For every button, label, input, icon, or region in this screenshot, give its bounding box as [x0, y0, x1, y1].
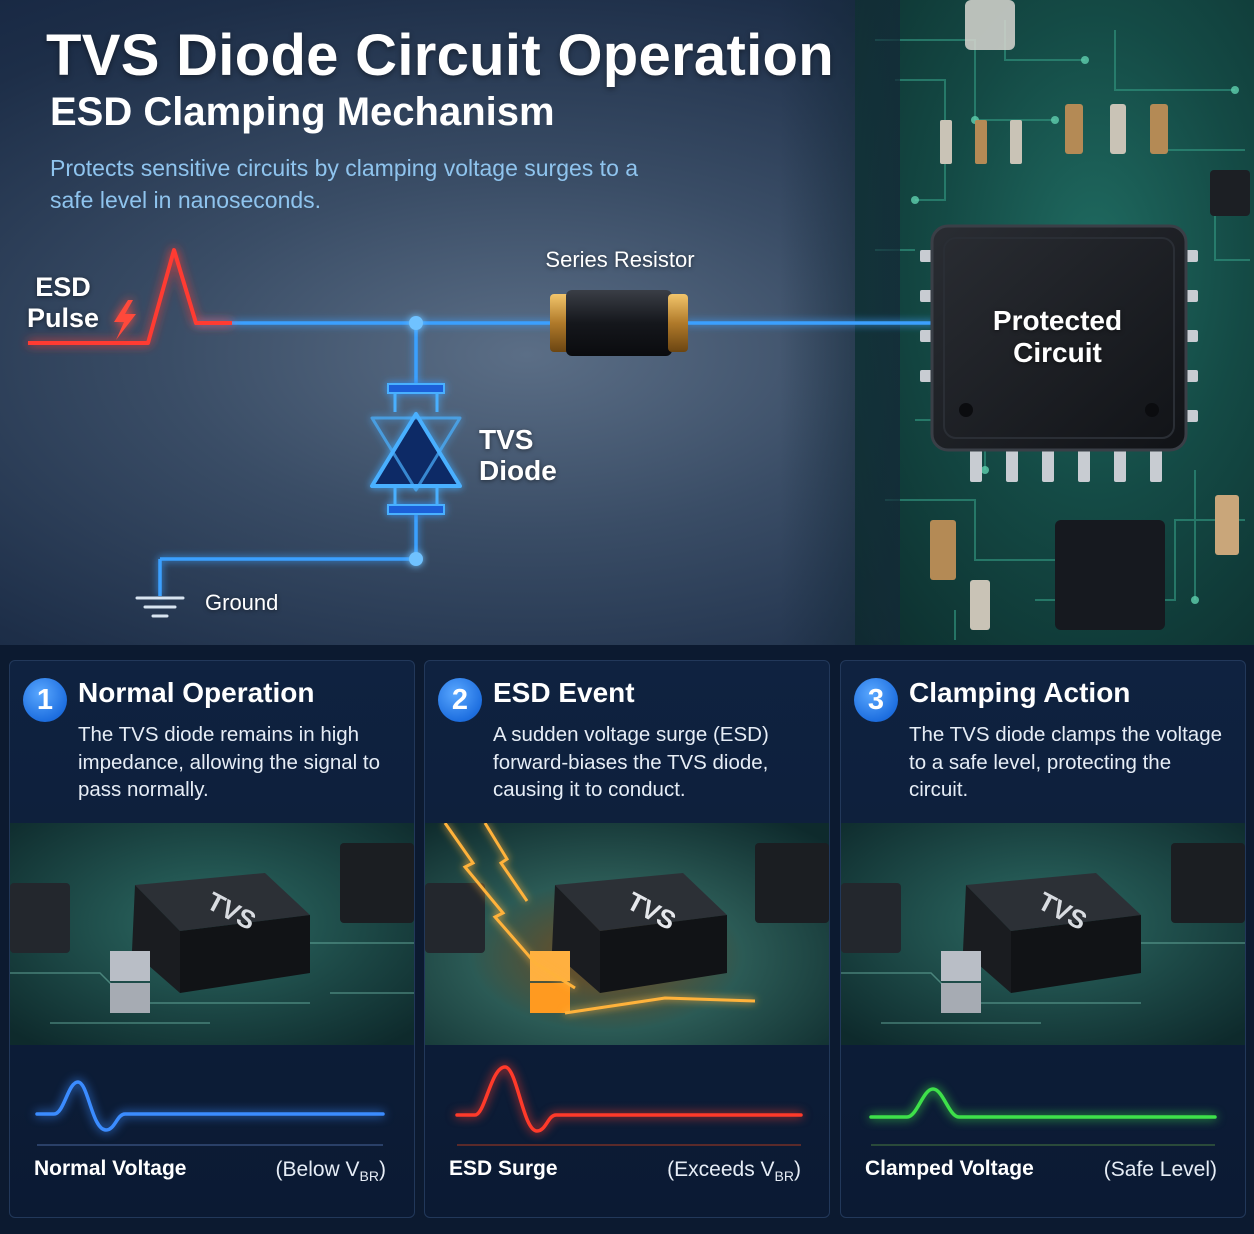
waveform-plot — [455, 1065, 803, 1146]
tvs-diode-symbol — [370, 383, 462, 515]
waveform-label: Normal Voltage — [34, 1157, 187, 1180]
step-description: The TVS diode clamps the voltage to a sa… — [909, 723, 1222, 801]
page-subtitle: ESD Clamping Mechanism — [50, 90, 555, 134]
waveform-plot — [869, 1087, 1217, 1146]
normal-voltage-waveform — [35, 1080, 385, 1132]
esd-surge-waveform — [455, 1065, 803, 1133]
tvs-chip-photo: TVS — [425, 823, 829, 1045]
waveform-label: ESD Surge — [449, 1157, 558, 1180]
step-panel-clamping-action: 3 Clamping Action The TVS diode clamps t… — [840, 660, 1246, 1218]
series-resistor-label: Series Resistor — [545, 247, 695, 272]
hero-section: TVS Diode Circuit Operation ESD Clamping… — [0, 0, 1254, 645]
junction-node-top — [409, 316, 423, 330]
tvs-diode-label: TVS Diode — [479, 424, 557, 486]
step-description: A sudden voltage surge (ESD) forward-bia… — [493, 723, 769, 801]
step-number-badge: 2 — [438, 678, 482, 722]
step-panel-esd-event: 2 ESD Event A sudden voltage surge (ESD)… — [424, 660, 830, 1218]
series-resistor-component — [550, 290, 688, 356]
protected-circuit-label-line1: Protected — [992, 305, 1123, 336]
circuit-schematic — [28, 224, 1198, 618]
tvs-diode-label-line2: Diode — [479, 455, 557, 486]
lightning-icon — [114, 300, 136, 340]
waveform-condition: (Below VBR) — [275, 1158, 386, 1185]
tvs-diode-label-line1: TVS — [479, 424, 534, 455]
step-title: Normal Operation — [78, 677, 315, 708]
esd-pulse-label-line1: ESD — [35, 272, 91, 302]
signal-wire — [158, 321, 935, 596]
step-number-badge: 3 — [854, 678, 898, 722]
tvs-chip-photo: TVS — [841, 823, 1245, 1045]
page-title: TVS Diode Circuit Operation — [46, 23, 834, 88]
ground-icon — [135, 596, 185, 618]
step-title: Clamping Action — [909, 677, 1131, 708]
esd-pulse-waveform — [28, 248, 232, 345]
waveform-plot — [35, 1080, 385, 1146]
pcb-traces — [875, 0, 1250, 640]
protected-circuit-label: Protected Circuit — [955, 305, 1160, 369]
step-panel-normal-operation: 1 Normal Operation The TVS diode remains… — [9, 660, 415, 1218]
waveform-condition: (Safe Level) — [1103, 1158, 1217, 1181]
junction-node-bottom — [409, 552, 423, 566]
protected-circuit-chip — [920, 224, 1198, 482]
protected-circuit-label-line2: Circuit — [1013, 337, 1102, 368]
clamped-voltage-waveform — [869, 1087, 1217, 1119]
esd-pulse-label-line2: Pulse — [26, 303, 100, 333]
step-description: The TVS diode remains in high impedance,… — [78, 723, 380, 801]
step-number-badge: 1 — [23, 678, 67, 722]
waveform-label: Clamped Voltage — [865, 1157, 1034, 1180]
step-title: ESD Event — [493, 677, 635, 708]
esd-pulse-label: ESD Pulse — [24, 272, 102, 334]
tvs-chip-photo: TVS — [10, 823, 414, 1045]
waveform-condition: (Exceeds VBR) — [667, 1158, 801, 1185]
page-description: Protects sensitive circuits by clamping … — [50, 155, 639, 213]
ground-label: Ground — [205, 590, 279, 615]
